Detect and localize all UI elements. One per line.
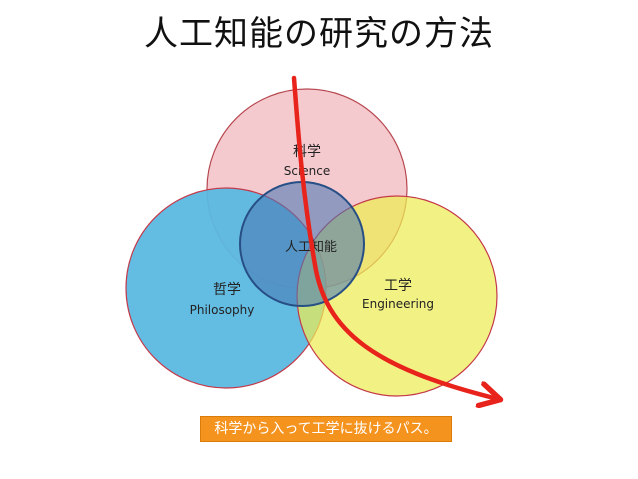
caption-box: 科学から入って工学に抜けるパス。	[200, 416, 452, 442]
science-label: 科学	[293, 144, 321, 160]
philosophy-sublabel: Philosophy	[190, 303, 255, 317]
engineering-label: 工学	[384, 278, 412, 294]
philosophy-label: 哲学	[213, 282, 241, 298]
path-arrow	[291, 75, 494, 398]
page-title: 人工知能の研究の方法	[144, 14, 494, 54]
engineering-sublabel: Engineering	[362, 297, 434, 311]
science-sublabel: Science	[284, 164, 331, 178]
